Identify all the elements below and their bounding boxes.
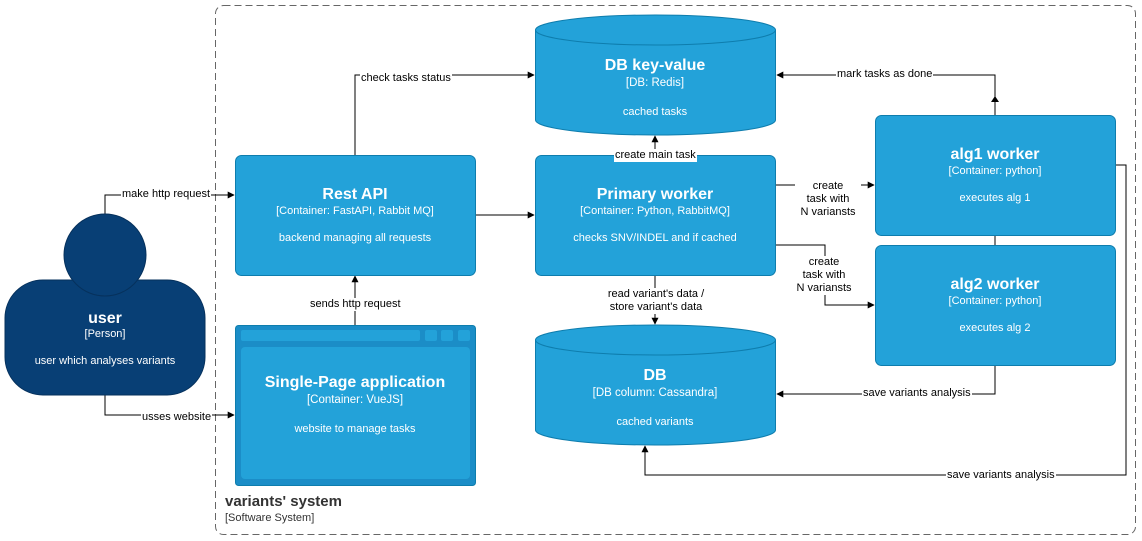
primary-worker-title: Primary worker — [596, 186, 714, 203]
alg1-worker-subtitle: [Container: python] — [948, 165, 1042, 177]
edge-label-sends-http-request: sends http request — [309, 298, 402, 311]
user-title: user — [88, 310, 122, 327]
alg2-worker-title: alg2 worker — [950, 276, 1040, 293]
edge-label-mark-tasks-done: mark tasks as done — [836, 68, 934, 81]
redis-node[interactable] — [535, 14, 776, 136]
redis-cylinder — [535, 14, 776, 136]
redis-cylinder-rim — [535, 29, 776, 46]
spa-window-button-2 — [441, 330, 453, 341]
edge-label-save-analysis-alg1: save variants analysis — [946, 469, 1056, 482]
rest-api-title: Rest API — [322, 186, 388, 203]
user-subtitle: [Person] — [84, 328, 126, 340]
primary-worker-subtitle: [Container: Python, RabbitMQ] — [580, 205, 730, 217]
db-node[interactable] — [535, 324, 776, 446]
edge-rest-api-redis — [354, 71, 535, 155]
user-description: user which analyses variants — [34, 355, 176, 367]
spa-address-bar — [241, 330, 420, 341]
spa-viewport — [241, 347, 470, 479]
edge-label-usses-website: usses website — [141, 411, 213, 424]
edge-label-save-analysis-alg2: save variants analysis — [862, 387, 972, 400]
redis-title: DB key-value — [604, 57, 706, 74]
alg1-worker-title: alg1 worker — [950, 146, 1040, 163]
spa-node[interactable] — [235, 325, 476, 486]
spa-window-button-3 — [458, 330, 470, 341]
edge-label-create-main-task: create main task — [614, 149, 697, 162]
alg2-worker-subtitle: [Container: python] — [948, 295, 1042, 307]
rest-api-subtitle: [Container: FastAPI, Rabbit MQ] — [276, 205, 434, 217]
db-cylinder-rim — [535, 339, 776, 356]
edge-label-create-task-alg1: create task with N variansts — [795, 180, 861, 219]
system-boundary — [215, 5, 1136, 535]
edge-label-check-tasks-status: check tasks status — [360, 72, 452, 85]
redis-description: cached tasks — [622, 106, 688, 118]
alg1-worker-node[interactable] — [875, 115, 1116, 236]
system-subtitle: [Software System] — [225, 512, 315, 524]
primary-worker-description: checks SNV/INDEL and if cached — [573, 232, 737, 244]
edge-alg2-db — [776, 366, 996, 398]
spa-title: Single-Page application — [264, 374, 446, 391]
alg2-worker-description: executes alg 2 — [959, 322, 1031, 334]
spa-subtitle: [Container: VueJS] — [306, 394, 404, 406]
user-head — [63, 213, 147, 297]
db-title: DB — [643, 367, 667, 384]
arrow-head-alg1-top — [991, 96, 999, 102]
db-subtitle: [DB column: Cassandra] — [592, 387, 718, 399]
user-node[interactable] — [4, 213, 206, 396]
alg1-worker-description: executes alg 1 — [959, 192, 1031, 204]
edge-label-make-http-request: make http request — [121, 188, 212, 201]
rest-api-description: backend managing all requests — [278, 232, 432, 244]
spa-window-button-1 — [425, 330, 437, 341]
db-description: cached variants — [616, 416, 694, 428]
db-cylinder — [535, 324, 776, 446]
edge-alg1-redis — [776, 71, 996, 115]
rest-api-node[interactable] — [235, 155, 476, 276]
edge-alg1-db — [641, 164, 1127, 476]
spa-description: website to manage tasks — [294, 423, 416, 435]
redis-subtitle: [DB: Redis] — [625, 77, 685, 89]
edge-label-read-store: read variant's data / store variant's da… — [590, 288, 722, 314]
system-title: variants' system — [225, 493, 342, 510]
alg2-worker-node[interactable] — [875, 245, 1116, 366]
edge-label-create-task-alg2: create task with N variansts — [791, 256, 857, 295]
